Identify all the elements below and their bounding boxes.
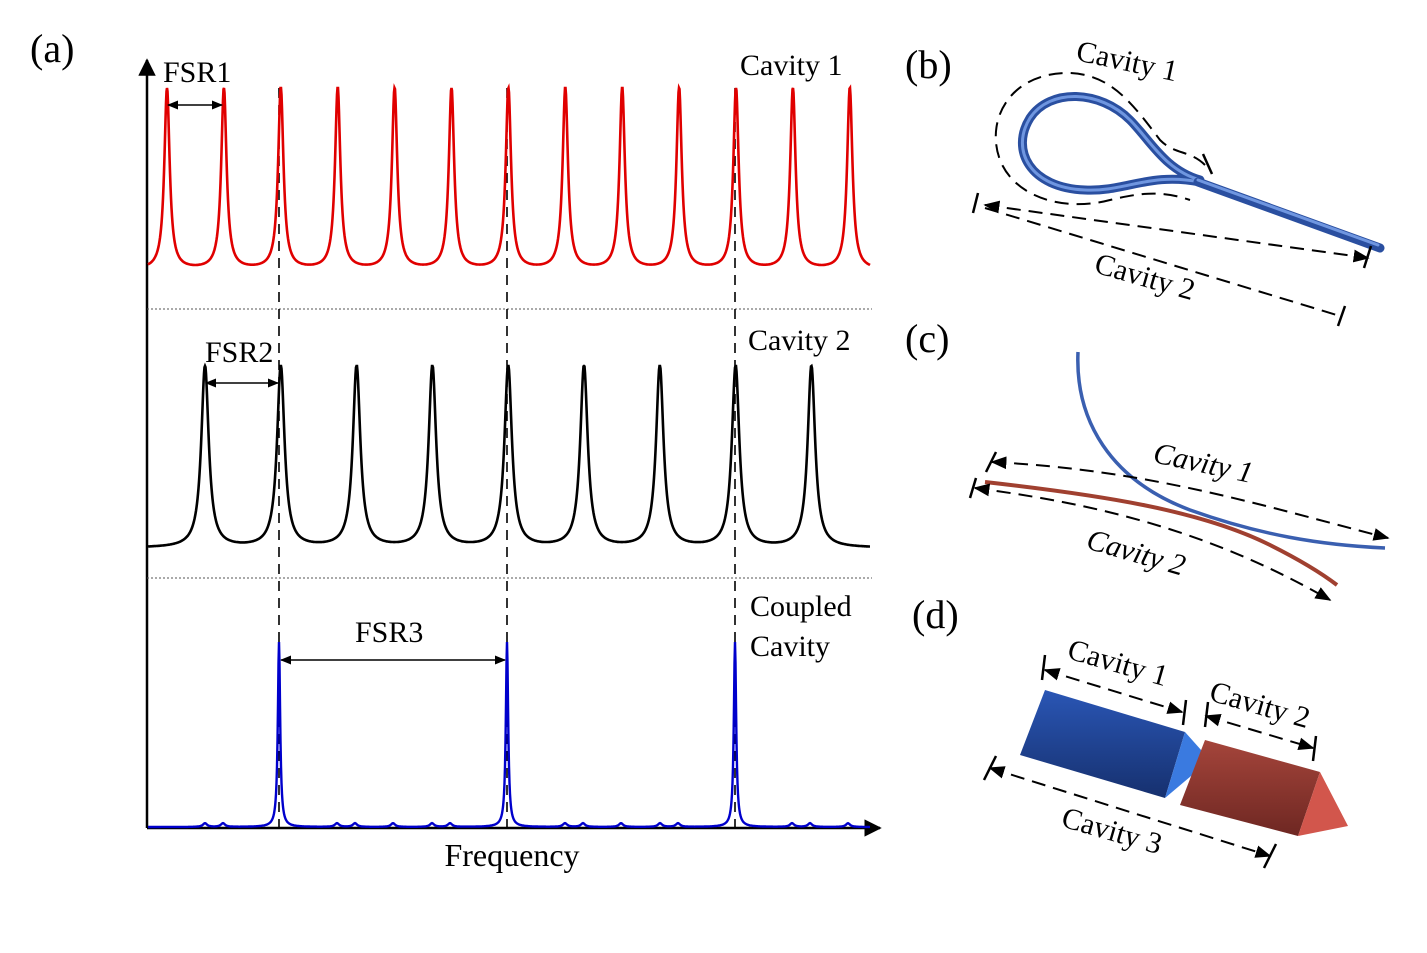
cavity3-tick-right-d xyxy=(1262,843,1278,869)
panel-a: (a) Frequency FSR1 FSR2 FSR3 Cavity 1 Ca… xyxy=(30,26,882,873)
coupled-series-label-line2: Cavity xyxy=(750,630,830,663)
cavity2-tick-left-c xyxy=(968,477,978,499)
straight-fiber-highlight xyxy=(1196,178,1380,247)
cavity2-series-label: Cavity 2 xyxy=(748,324,851,357)
cavity1-end-tick xyxy=(1201,153,1214,175)
cavity1-series-label: Cavity 1 xyxy=(740,49,843,82)
panel-d: (d) Cavity 1 Cavity 2 Cavity 3 xyxy=(912,592,1348,869)
cavity2-lower-path xyxy=(984,207,1341,317)
coupled-series-label-line1: Coupled xyxy=(750,590,852,623)
fsr2-label: FSR2 xyxy=(205,336,273,369)
cavity2-arrow-b xyxy=(983,200,1370,263)
cavity2-tick-left-d xyxy=(1203,701,1210,728)
cavity1-arrow-d xyxy=(1043,668,1184,714)
cavity1-path-b xyxy=(994,71,1206,206)
cavity2-tick-right xyxy=(1336,305,1347,327)
panel-d-letter: (d) xyxy=(912,592,959,637)
panel-a-letter: (a) xyxy=(30,26,74,71)
cavity1-tick-left-c xyxy=(984,451,998,473)
cavity1-spectrum xyxy=(147,83,871,267)
x-axis-title: Frequency xyxy=(444,837,579,873)
cavity2-tick-right-d xyxy=(1311,735,1318,762)
coupled-cavity-spectrum xyxy=(148,641,870,829)
cavity2-tick-upper xyxy=(1362,245,1373,269)
cavity1-label-c: Cavity 1 xyxy=(1151,437,1256,490)
cavity2-spectrum xyxy=(147,362,870,548)
cavity1-tick-right-d xyxy=(1181,699,1188,726)
cavity2-arrow-d xyxy=(1204,713,1315,751)
cavity1-tick-left-d xyxy=(1040,654,1047,681)
cavity3-tick-left-d xyxy=(982,755,998,781)
cavity1-fiber-c xyxy=(1076,351,1386,550)
loop-fiber-highlight xyxy=(1020,95,1202,192)
panel-c: (c) Cavity 1 Cavity 2 xyxy=(905,316,1390,601)
loop-fiber xyxy=(1017,92,1205,195)
panel-b: (b) Cavity 1 Cavity 2 xyxy=(905,35,1385,327)
red-prism-front xyxy=(1180,740,1320,836)
cavity3-arrow-d xyxy=(988,766,1272,858)
cavity1-label-d: Cavity 1 xyxy=(1064,633,1172,693)
cavity2-label-c: Cavity 2 xyxy=(1083,523,1189,583)
panel-b-letter: (b) xyxy=(905,42,952,87)
panel-c-letter: (c) xyxy=(905,316,949,361)
cavity2-arrow-c xyxy=(973,483,1332,601)
cavity2-tick-left xyxy=(971,192,980,214)
cavity2-label-d: Cavity 2 xyxy=(1206,675,1314,735)
cavity3-label-d: Cavity 3 xyxy=(1058,801,1166,861)
cavity1-label-b: Cavity 1 xyxy=(1074,35,1181,89)
fsr1-label: FSR1 xyxy=(163,56,231,89)
red-prism-end xyxy=(1298,772,1348,836)
fsr3-label: FSR3 xyxy=(355,616,423,649)
